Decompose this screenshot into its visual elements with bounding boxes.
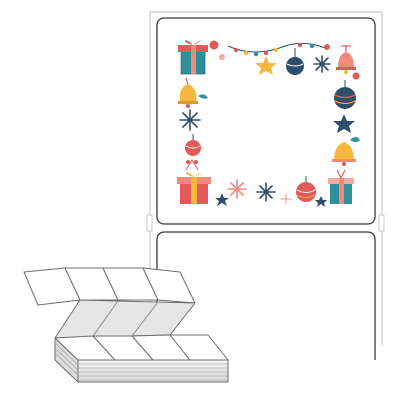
bauble-icon: [324, 44, 330, 50]
bauble-icon: [296, 176, 316, 202]
bauble-icon: [209, 40, 219, 50]
snowflake-icon: [313, 55, 331, 73]
string-lights-icon: [227, 42, 326, 57]
bauble-icon: [352, 72, 360, 80]
star-icon: [315, 196, 327, 207]
holly-icon: [350, 137, 360, 142]
star-icon: [215, 193, 229, 206]
snowflake-icon: [179, 109, 201, 131]
gift-icon: [178, 40, 208, 75]
bauble-icon: [219, 54, 225, 60]
bauble-icon: [286, 48, 304, 75]
star-icon: [333, 114, 355, 133]
bell-icon: [336, 45, 356, 74]
christmas-frame: [177, 40, 360, 207]
gift-icon: [177, 172, 211, 204]
bell-icon: [178, 77, 198, 108]
bell-icon: [332, 142, 356, 166]
label-2: [156, 231, 376, 360]
holly-icon: [198, 94, 208, 99]
snowflake-icon: [256, 182, 276, 202]
bauble-icon: [334, 80, 356, 109]
gift-icon: [328, 169, 354, 204]
label-1: [156, 17, 376, 225]
snowflake-icon: [280, 193, 292, 205]
star-icon: [255, 56, 277, 75]
bauble-icon: [185, 134, 201, 156]
pine-branch-icon: [185, 159, 199, 171]
fanfold-label-stack: [23, 267, 229, 383]
snowflake-icon: [227, 179, 247, 199]
